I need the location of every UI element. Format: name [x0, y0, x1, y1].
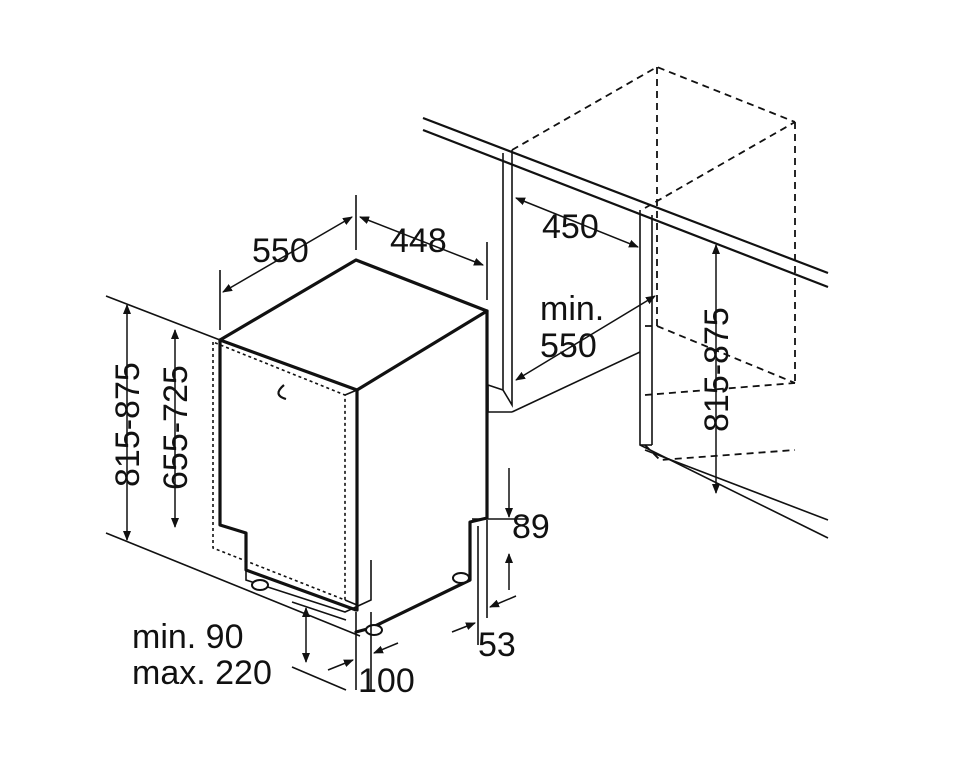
- label-448-width: 448: [390, 222, 447, 260]
- label-655-725: 655-725: [157, 365, 195, 490]
- door-handle: [277, 384, 287, 401]
- label-min-550: 550: [540, 327, 597, 365]
- label-min-90: min. 90: [132, 618, 244, 656]
- dimension-labels: 550 448 450 min. 550 815-875 655-725 815…: [109, 208, 736, 700]
- label-550-depth: 550: [252, 232, 309, 270]
- label-450: 450: [542, 208, 599, 246]
- cabinet-niche: [422, 66, 829, 539]
- label-89: 89: [512, 508, 550, 546]
- label-815-875-left: 815-875: [109, 362, 147, 487]
- dimension-lines: [123, 195, 720, 691]
- foot-left: [251, 579, 269, 591]
- foot-front: [365, 624, 383, 636]
- label-815-875-right: 815-875: [698, 307, 736, 432]
- label-max-220: max. 220: [132, 654, 272, 692]
- foot-right: [452, 572, 470, 584]
- label-min: min.: [540, 290, 604, 328]
- label-100: 100: [358, 662, 415, 700]
- dishwasher-body: [105, 258, 489, 637]
- label-53: 53: [478, 626, 516, 664]
